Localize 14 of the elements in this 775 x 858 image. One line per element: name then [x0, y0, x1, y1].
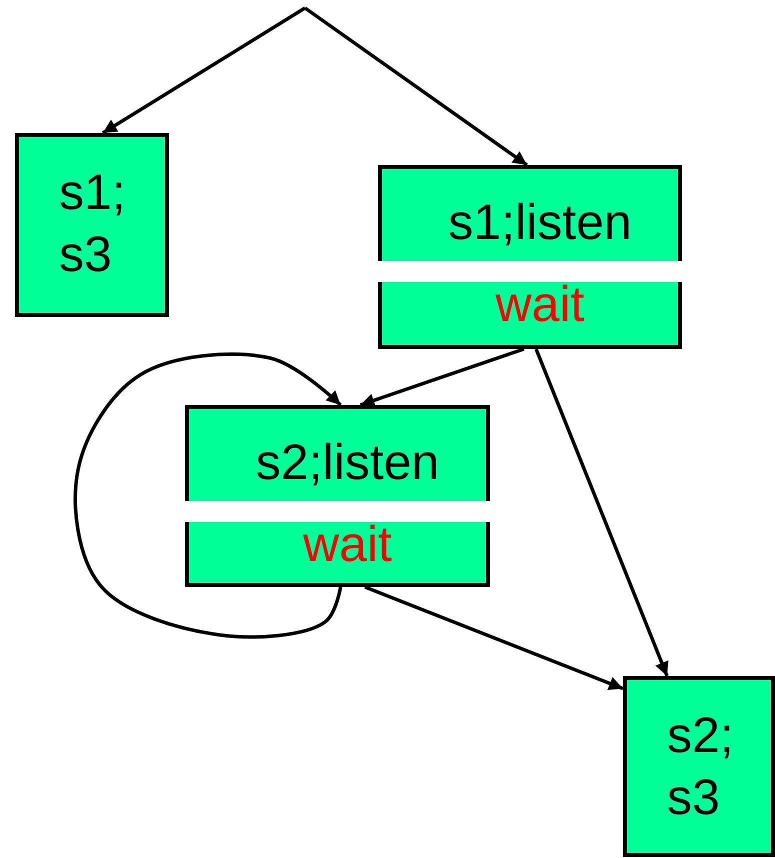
- arrow: [102, 6, 306, 134]
- arrow: [304, 6, 528, 166]
- state-text: s2; s3: [667, 706, 735, 827]
- arrow: [364, 585, 624, 690]
- state-text: s2;listen: [254, 433, 440, 492]
- status-text: wait: [302, 515, 393, 574]
- arrow: [74, 352, 342, 639]
- arrow: [360, 347, 524, 408]
- arrow: [534, 348, 669, 677]
- state-text: s1;listen: [447, 193, 633, 252]
- state-box: [15, 133, 169, 317]
- state-text: s1; s3: [59, 163, 127, 284]
- state-box: [623, 676, 775, 857]
- status-text: wait: [494, 275, 586, 334]
